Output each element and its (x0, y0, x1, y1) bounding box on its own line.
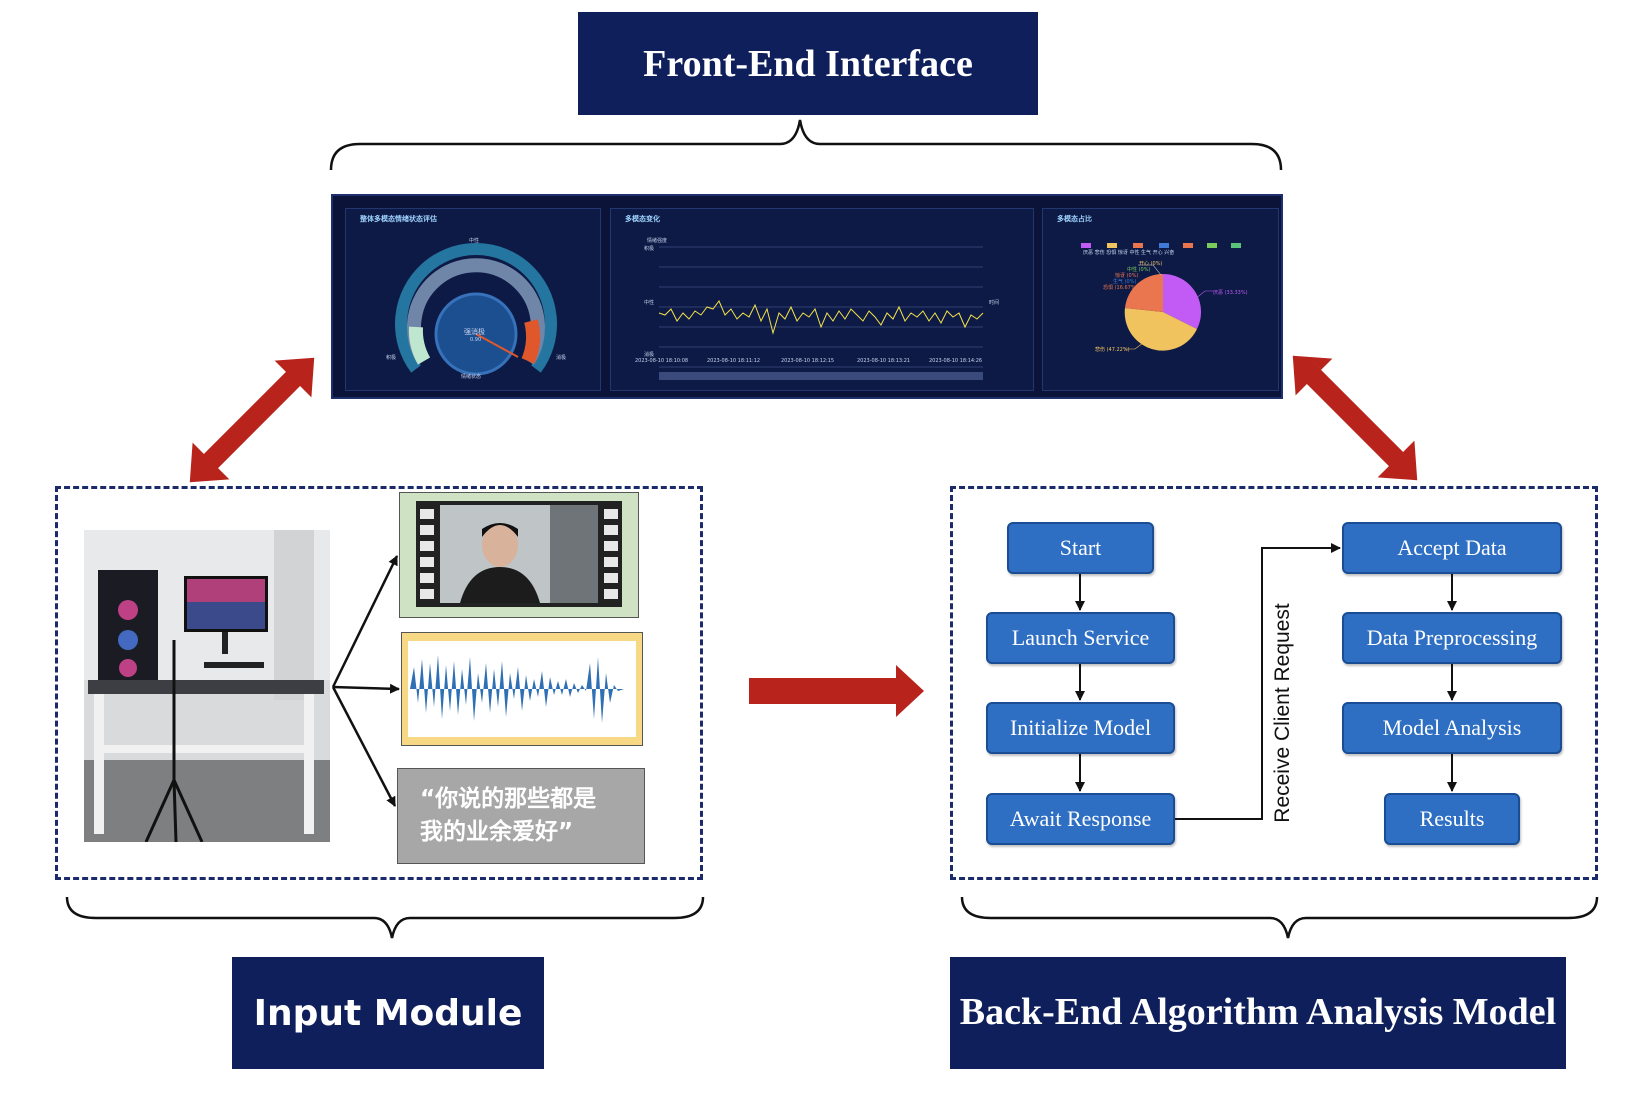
text-input-card: “你说的那些都是 我的业余爱好” (397, 768, 645, 864)
gauge-top-label: 中性 (469, 238, 480, 244)
pie-legend: 厌恶 悲伤 恐惧 惊讶 中性 生气 开心 兴奋 (1083, 249, 1174, 256)
pie-legend-item: 悲伤 (1094, 250, 1105, 256)
line-x-tick: 2023-08-10 18:10:08 (635, 358, 689, 364)
line-x-tick: 2023-08-10 18:12:15 (781, 358, 835, 364)
audio-input-frame (401, 632, 643, 746)
input-module-box (55, 486, 703, 880)
red-arrow-right (1292, 352, 1418, 481)
line-x-tick: 2023-08-10 18:13:21 (857, 358, 911, 364)
text-input-line-2: 我的业余爱好” (420, 819, 574, 845)
flow-node-data-preprocessing: Data Preprocessing (1342, 612, 1562, 664)
input-module-title: Input Module (232, 957, 544, 1069)
gauge-panel-title: 整体多模态情绪状态评估 (360, 215, 437, 223)
backend-title: Back-End Algorithm Analysis Model (950, 957, 1566, 1069)
line-legend: 时间 (989, 300, 1000, 306)
pie-chart (1081, 243, 1241, 351)
line-x-tick: 2023-08-10 18:14:26 (929, 358, 983, 364)
pie-label-sad: 悲伤 (47.22%) (1095, 347, 1130, 353)
pie-label-happy: 开心 (0%) (1139, 261, 1163, 267)
line-y-bottom: 消极 (644, 352, 655, 358)
backend-module-box (950, 486, 1598, 880)
backend-brace (960, 896, 1599, 939)
pie-legend-item: 惊讶 (1117, 250, 1128, 256)
gauge-left-label: 积极 (386, 355, 397, 361)
gauge-right-label: 消极 (556, 355, 567, 361)
gauge-center-label: 强消极 (464, 328, 485, 336)
pie-legend-item: 开心 (1152, 250, 1163, 256)
gauge-bottom-label: 情绪状态 (461, 374, 482, 380)
gauge-value: 0.90 (470, 337, 482, 343)
line-y-mid: 中性 (644, 300, 655, 306)
pie-label-fear: 恐惧 (16.67%) (1103, 285, 1138, 291)
flow-node-await-response: Await Response (986, 793, 1175, 845)
top-brace (329, 119, 1283, 171)
line-chart (658, 246, 984, 380)
dashboard-screenshot: 整体多模态情绪状态评估 中性 积极 消极 强消极 0.90 情绪状态 多模态变化 (331, 194, 1283, 399)
pie-legend-item: 厌恶 (1083, 250, 1094, 256)
gauge-panel: 整体多模态情绪状态评估 中性 积极 消极 强消极 0.90 情绪状态 (345, 208, 601, 391)
audio-waveform-icon (408, 641, 636, 737)
pie-legend-item: 恐惧 (1106, 250, 1117, 256)
gauge-chart (395, 243, 557, 376)
line-y-title: 情绪强度 (647, 238, 668, 244)
input-brace (65, 896, 705, 939)
pie-label-anger: 生气 (0%) (1113, 279, 1137, 285)
flow-node-start: Start (1007, 522, 1154, 574)
pie-panel: 多模态占比 厌恶 悲伤 恐惧 惊讶 中性 生气 (1042, 208, 1279, 391)
line-x-tick: 2023-08-10 18:11:12 (707, 358, 761, 364)
line-y-top: 积极 (644, 246, 655, 252)
pie-label-disgust: 厌恶 (33.33%) (1213, 290, 1248, 296)
pie-label-surprise: 惊讶 (0%) (1115, 273, 1139, 279)
red-arrow-center (749, 665, 924, 717)
front-end-title: Front-End Interface (578, 12, 1038, 115)
pie-label-neutral: 中性 (0%) (1127, 267, 1151, 273)
text-input-line-1: “你说的那些都是 (420, 786, 597, 812)
flow-node-model-analysis: Model Analysis (1342, 702, 1562, 754)
workstation-photo (84, 530, 330, 842)
line-panel-title: 多模态变化 (625, 215, 660, 223)
pie-legend-item: 生气 (1141, 250, 1152, 256)
flow-node-accept-data: Accept Data (1342, 522, 1562, 574)
flow-node-results: Results (1384, 793, 1520, 845)
flow-node-initialize-model: Initialize Model (986, 702, 1175, 754)
line-panel: 多模态变化 情绪强度 积极 中性 消极 时间 2023-08-10 18:10:… (610, 208, 1034, 391)
red-arrow-left (186, 357, 315, 483)
video-input-frame (399, 492, 639, 618)
flow-node-launch-service: Launch Service (986, 612, 1175, 664)
pie-legend-item: 中性 (1129, 250, 1140, 256)
pie-legend-swatches (1081, 243, 1241, 248)
pie-legend-item: 兴奋 (1164, 250, 1175, 256)
pie-panel-title: 多模态占比 (1057, 215, 1092, 223)
